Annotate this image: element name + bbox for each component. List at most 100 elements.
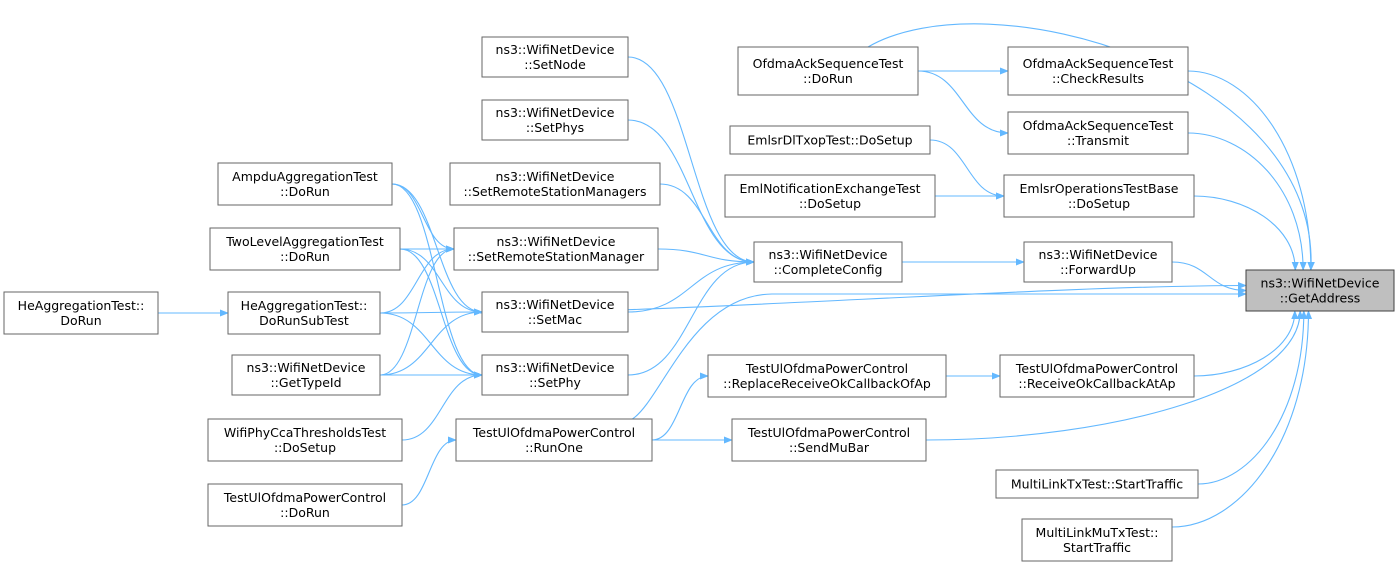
graph-node-replace[interactable]: TestUlOfdmaPowerControl::ReplaceReceiveO… xyxy=(707,354,947,398)
node-box xyxy=(995,469,1199,499)
node-label: ::DoSetup xyxy=(274,440,336,455)
node-label: ::DoRun xyxy=(803,71,853,86)
node-box xyxy=(731,418,927,462)
call-edge-mlMu-to-root xyxy=(1171,310,1313,528)
graph-node-mlMu[interactable]: MultiLinkMuTxTest::StartTraffic xyxy=(1021,518,1173,562)
node-label: ::SetNode xyxy=(524,57,586,72)
call-edge-mlTx-to-root xyxy=(1197,310,1308,485)
graph-node-ampdu[interactable]: AmpduAggregationTest::DoRun xyxy=(217,162,393,206)
node-box xyxy=(707,354,947,398)
node-label: MultiLinkTxTest::StartTraffic xyxy=(1011,477,1183,492)
node-label: ::GetAddress xyxy=(1280,291,1360,306)
call-edge-runOne-to-replace xyxy=(651,372,709,441)
call-edge-ulDoRun-to-runOne xyxy=(401,436,457,506)
node-label: ::SetRemoteStationManager xyxy=(468,249,645,264)
call-edge-setMac-to-complete xyxy=(627,258,755,313)
call-edge-setRsms-to-complete xyxy=(659,183,755,266)
call-edge-runOne-to-root xyxy=(632,290,1247,420)
node-layer: ns3::WifiNetDevice::GetAddress OfdmaAckSe… xyxy=(3,36,1395,562)
graph-node-complete[interactable]: ns3::WifiNetDevice::CompleteConfig xyxy=(753,241,903,283)
node-label: ::CompleteConfig xyxy=(774,262,883,277)
node-label: ::Transmit xyxy=(1067,133,1129,148)
graph-node-sendMuBar[interactable]: TestUlOfdmaPowerControl::SendMuBar xyxy=(731,418,927,462)
node-box xyxy=(481,36,629,78)
node-label: ns3::WifiNetDevice xyxy=(496,169,615,184)
node-label: ::CheckResults xyxy=(1052,71,1144,86)
graph-node-setPhy[interactable]: ns3::WifiNetDevice::SetPhy xyxy=(481,354,629,396)
graph-node-heRun[interactable]: HeAggregationTest::DoRun xyxy=(3,291,159,335)
node-label: ::DoRun xyxy=(280,184,330,199)
node-label: TestUlOfdmaPowerControl xyxy=(472,425,635,440)
graph-node-setMac[interactable]: ns3::WifiNetDevice::SetMac xyxy=(481,291,629,333)
node-label: DoRun xyxy=(60,313,101,328)
node-label: StartTraffic xyxy=(1063,540,1131,555)
node-label: HeAggregationTest:: xyxy=(241,298,368,313)
node-label: ns3::WifiNetDevice xyxy=(496,360,615,375)
node-label: ::SetPhy xyxy=(529,375,581,390)
node-label: ::DoRun xyxy=(280,505,330,520)
call-edge-emlsrBase-to-root xyxy=(1193,195,1299,271)
node-box xyxy=(753,241,903,283)
graph-node-cca[interactable]: WifiPhyCcaThresholdsTest::DoSetup xyxy=(207,418,403,462)
graph-node-mlTx[interactable]: MultiLinkTxTest::StartTraffic xyxy=(995,469,1199,499)
graph-node-ofdmaDoRun[interactable]: OfdmaAckSequenceTest::DoRun xyxy=(737,46,919,96)
node-box xyxy=(453,227,659,271)
call-edge-emlsrDl-to-emlsrBase xyxy=(929,139,1005,200)
graph-node-twoLevel[interactable]: TwoLevelAggregationTest::DoRun xyxy=(209,227,401,271)
node-box xyxy=(3,291,159,335)
node-label: DoRunSubTest xyxy=(259,313,349,328)
call-edge-heSub-to-setMac xyxy=(379,308,483,316)
node-box xyxy=(481,99,629,141)
node-box xyxy=(1023,241,1173,283)
node-label: OfdmaAckSequenceTest xyxy=(753,56,904,71)
graph-node-emlNotif[interactable]: EmlNotificationExchangeTest::DoSetup xyxy=(724,174,936,218)
node-label: ::ReceiveOkCallbackAtAp xyxy=(1018,376,1175,391)
graph-node-runOne[interactable]: TestUlOfdmaPowerControl::RunOne xyxy=(455,418,653,462)
graph-node-heSub[interactable]: HeAggregationTest::DoRunSubTest xyxy=(227,291,381,335)
node-label: TwoLevelAggregationTest xyxy=(225,234,384,249)
node-box xyxy=(1021,518,1173,562)
call-edge-cca-to-setPhy xyxy=(401,371,483,441)
node-label: ::RunOne xyxy=(525,440,583,455)
node-box xyxy=(209,227,401,271)
graph-node-recvAtAp[interactable]: TestUlOfdmaPowerControl::ReceiveOkCallba… xyxy=(999,354,1195,398)
graph-node-emlsrBase[interactable]: EmlsrOperationsTestBase::DoSetup xyxy=(1003,174,1195,218)
node-label: ns3::WifiNetDevice xyxy=(497,234,616,249)
node-label: OfdmaAckSequenceTest xyxy=(1023,56,1174,71)
graph-node-setRsms[interactable]: ns3::WifiNetDevice::SetRemoteStationMana… xyxy=(449,162,661,206)
node-box xyxy=(481,354,629,396)
node-label: ns3::WifiNetDevice xyxy=(247,360,366,375)
node-label: ns3::WifiNetDevice xyxy=(769,247,888,262)
node-label: ns3::WifiNetDevice xyxy=(496,42,615,57)
graph-node-setPhys[interactable]: ns3::WifiNetDevice::SetPhys xyxy=(481,99,629,141)
call-edge-sendMuBar-to-root xyxy=(925,310,1304,441)
call-edge-setRsm-to-complete xyxy=(657,248,755,266)
node-label: AmpduAggregationTest xyxy=(232,169,378,184)
node-label: TestUlOfdmaPowerControl xyxy=(747,425,910,440)
node-label: ns3::WifiNetDevice xyxy=(1261,276,1380,291)
node-label: ::DoSetup xyxy=(799,196,861,211)
node-box xyxy=(207,483,403,527)
node-label: OfdmaAckSequenceTest xyxy=(1023,118,1174,133)
graph-node-getTypeId[interactable]: ns3::WifiNetDevice::GetTypeId xyxy=(231,354,381,396)
graph-node-ulDoRun[interactable]: TestUlOfdmaPowerControl::DoRun xyxy=(207,483,403,527)
graph-node-setRsm[interactable]: ns3::WifiNetDevice::SetRemoteStationMana… xyxy=(453,227,659,271)
node-label: ::DoRun xyxy=(280,249,330,264)
graph-node-emlsrDl[interactable]: EmlsrDlTxopTest::DoSetup xyxy=(729,125,931,155)
graph-node-root[interactable]: ns3::WifiNetDevice::GetAddress xyxy=(1245,269,1395,312)
graph-node-forward[interactable]: ns3::WifiNetDevice::ForwardUp xyxy=(1023,241,1173,283)
node-label: ns3::WifiNetDevice xyxy=(496,297,615,312)
graph-node-ofdmaCheck[interactable]: OfdmaAckSequenceTest::CheckResults xyxy=(1007,46,1189,96)
node-box xyxy=(1007,111,1189,155)
node-label: ::ReplaceReceiveOkCallbackOfAp xyxy=(723,376,931,391)
graph-node-setNode[interactable]: ns3::WifiNetDevice::SetNode xyxy=(481,36,629,78)
node-box xyxy=(1245,269,1395,312)
node-label: MultiLinkMuTxTest:: xyxy=(1036,525,1159,540)
node-box xyxy=(455,418,653,462)
call-edge-recvAtAp-to-root xyxy=(1193,310,1299,377)
node-label: TestUlOfdmaPowerControl xyxy=(1015,361,1178,376)
call-edge-ofdmaCheck-to-root xyxy=(1187,70,1315,271)
node-label: ::SetRemoteStationManagers xyxy=(464,184,647,199)
graph-node-ofdmaTransmit[interactable]: OfdmaAckSequenceTest::Transmit xyxy=(1007,111,1189,155)
